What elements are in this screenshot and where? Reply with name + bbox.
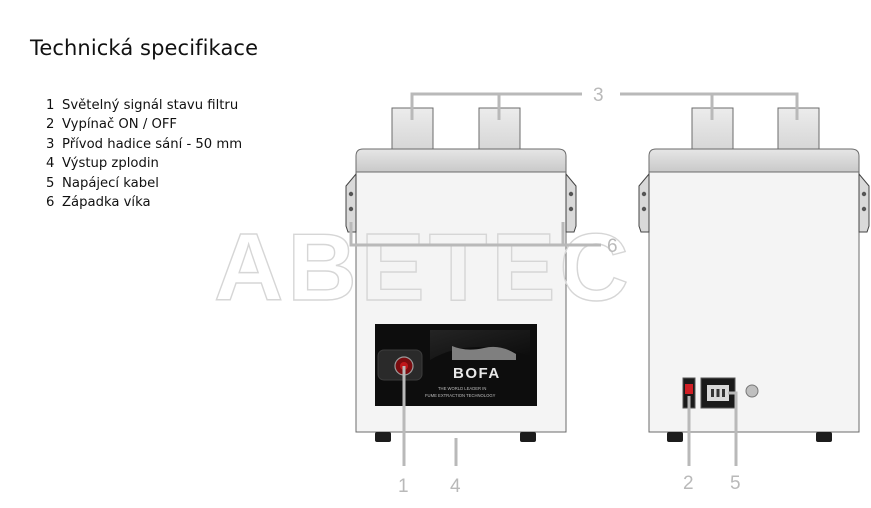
front-unit: BOFA THE WORLD LEADER IN FUME EXTRACTION… (345, 107, 577, 442)
callout-label-2: 2 (683, 473, 694, 494)
callout-line-3 (410, 92, 582, 120)
brand-tagline: THE WORLD LEADER IN (438, 386, 486, 391)
callout-label-4: 4 (450, 476, 461, 497)
callout-lines (349, 92, 799, 466)
page-title: Technická specifikace (30, 36, 259, 60)
lid-latch (638, 172, 650, 233)
callout-label-1: 1 (398, 476, 409, 497)
power-switch-rocker (685, 384, 693, 394)
watermark-text: ABETEC (214, 214, 633, 321)
callout-line-6 (349, 222, 601, 247)
brand-label: BOFA (453, 365, 501, 382)
rear-grommet (745, 384, 759, 398)
callout-line-5 (728, 391, 738, 466)
callout-label-3: 3 (593, 85, 604, 106)
bofa-logo: BOFA THE WORLD LEADER IN FUME EXTRACTION… (425, 346, 516, 398)
callout-label-6: 6 (607, 236, 618, 257)
unit-foot (816, 432, 832, 442)
unit-foot (667, 432, 683, 442)
unit-foot (375, 432, 391, 442)
top-lid (648, 148, 860, 173)
lid-latch (858, 172, 870, 233)
unit-foot (520, 432, 536, 442)
brand-tagline: FUME EXTRACTION TECHNOLOGY (425, 393, 496, 398)
top-lid (355, 148, 567, 173)
callout-line-3 (620, 92, 799, 120)
lid-latch (565, 172, 577, 233)
callout-label-5: 5 (730, 473, 741, 494)
rear-unit (638, 107, 870, 442)
